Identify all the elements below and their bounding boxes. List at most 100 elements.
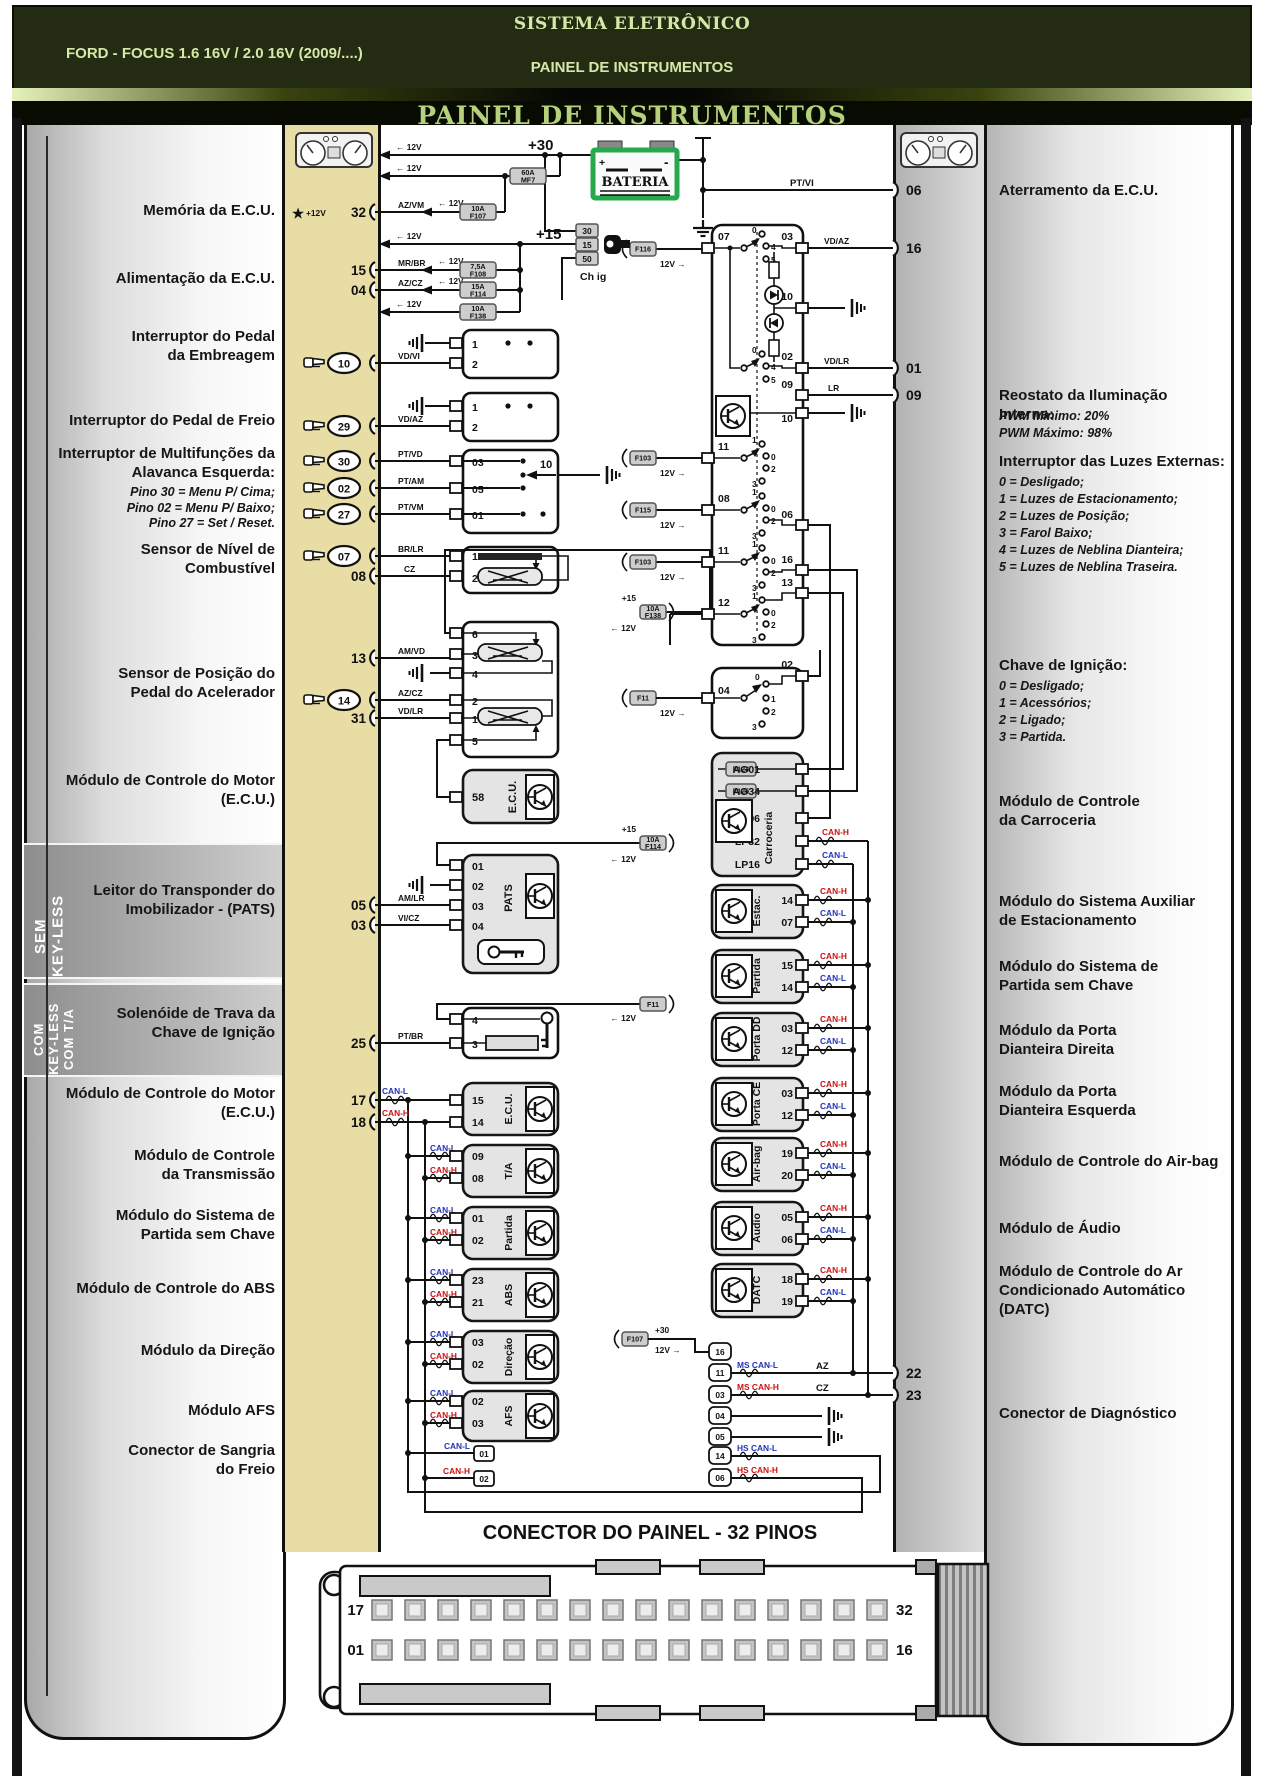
can-h-label: CAN-H: [820, 1079, 847, 1089]
porta-dd-pin-12: 12: [781, 1045, 793, 1057]
audio-name: Áudio: [750, 1213, 763, 1243]
v12-label: ← 12V: [396, 142, 422, 152]
wire-ptvd: PT/VD: [398, 449, 423, 459]
wire-mrbr: MR/BR: [398, 258, 425, 268]
v12-label: ← 12V: [396, 231, 422, 241]
can-l-label: CAN-L: [820, 1036, 846, 1046]
conn-pin-16: 16: [896, 1642, 913, 1659]
brake-switch: 1 2 VD/AZ: [375, 391, 560, 443]
ls-sel-3: 3: [752, 583, 757, 593]
left-connector-strip: [282, 125, 381, 1552]
can-l-label: CAN-L: [430, 1143, 456, 1153]
ign-pin-04: 04: [718, 685, 730, 697]
ms-can-l-label: MS CAN-L: [737, 1360, 778, 1370]
can-h-label: CAN-H: [382, 1108, 409, 1118]
ls-sel-3: 3: [752, 635, 757, 645]
inner-rule: [46, 136, 48, 1696]
direcao-pin-03: 03: [472, 1337, 484, 1349]
ls-pin-03: 03: [781, 231, 793, 243]
ecu58-pin: 58: [472, 792, 484, 804]
porta-dd-name: Porta DD: [751, 1016, 763, 1061]
wire-cz: CZ: [404, 564, 415, 574]
header-vehicle: FORD - FOCUS 1.6 16V / 2.0 16V (2009/...…: [66, 45, 363, 62]
diag-pin-05: 05: [715, 1432, 725, 1442]
ls-pin-16: 16: [781, 554, 793, 566]
ls-pin-12: 12: [718, 597, 730, 609]
ecu2-pin-15: 15: [472, 1095, 484, 1107]
solenoid-pin-3: 3: [472, 1039, 478, 1051]
porta-ce-pin-12: 12: [781, 1110, 793, 1122]
module-partida-right: Partida 15 14: [710, 948, 809, 1005]
module-porta-dd: Porta DD 03 12: [710, 1011, 809, 1068]
ls-sel-0: 0: [771, 556, 776, 566]
v12r-label: 12V →: [655, 1345, 681, 1355]
ls-sel-5: 5: [771, 255, 776, 265]
multi-pin-01: 01: [472, 510, 484, 522]
can-h-label: CAN-H: [820, 1265, 847, 1275]
fuse-f108-amp: 7,5A: [470, 262, 485, 271]
ign-pin-02: 02: [781, 659, 793, 671]
can-l-label: CAN-L: [820, 973, 846, 983]
right-label-panel: Aterramento da E.C.U. Reostato da Ilumin…: [984, 125, 1234, 1746]
diagnostic-connector: F107 +30 12V → 16 11 03 04 05 14 06 MS C…: [613, 1325, 893, 1487]
airbag-name: Air-bag: [751, 1146, 763, 1183]
label-aterramento: Aterramento da E.C.U.: [999, 182, 1159, 199]
v12r-label: 12V →: [660, 520, 686, 530]
label-transmissao: Módulo de Controle da Transmissão: [134, 1147, 275, 1183]
label-reostato: Reostato da Iluminação Interna:: [999, 387, 1168, 423]
audio-pin-05: 05: [781, 1212, 793, 1224]
left-label-panel: SEM KEY-LESS COM KEY-LESS COM T/A Memóri…: [24, 125, 286, 1740]
v12-label: ← 12V: [396, 299, 422, 309]
plus15-label: +15: [622, 824, 637, 834]
ch-ig-label: Ch ig: [580, 271, 606, 283]
label-estacionamento: Módulo do Sistema Auxiliar de Estacionam…: [999, 893, 1196, 929]
wire-brlr: BR/LR: [398, 544, 424, 554]
module-ta: 09 08 T/A: [449, 1143, 560, 1199]
can-h-label: CAN-H: [430, 1410, 457, 1420]
battery-label: BATERIA: [602, 175, 670, 190]
ign-sel-1: 1: [771, 694, 776, 704]
partida-pin-01: 01: [472, 1213, 484, 1225]
can-h-label: CAN-H: [820, 951, 847, 961]
label-sangria: Conector de Sangria do Freio: [128, 1442, 275, 1478]
header-subsystem: PAINEL DE INSTRUMENTOS: [530, 59, 734, 76]
can-l-label: CAN-L: [430, 1205, 456, 1215]
module-airbag: Air-bag 19 20: [710, 1136, 809, 1193]
carroceria-ag34: AG34: [733, 786, 761, 798]
fuse-f138-amp: 10A: [471, 304, 484, 313]
ls-pin-06: 06: [781, 509, 793, 521]
can-l-label: CAN-L: [430, 1329, 456, 1339]
label-direcao: Módulo da Direção: [140, 1342, 275, 1359]
plus30-label: +30: [655, 1325, 670, 1335]
power-section: ← 12V ← 12V ← 12V ← 12V ← 12V ← 12V ← 12…: [375, 137, 893, 321]
wire-azcz2: AZ/CZ: [398, 688, 423, 698]
diag-pin-04: 04: [715, 1411, 725, 1421]
v12r-label: 12V →: [660, 572, 686, 582]
key-lock-solenoid: 4 3 PT/BR F11 ← 12V: [375, 994, 675, 1060]
solenoid-pin-4: 4: [472, 1015, 478, 1027]
estac-pin-07: 07: [781, 917, 793, 929]
wire-lr: LR: [828, 383, 839, 393]
can-l-label: CAN-L: [820, 1287, 846, 1297]
label-audio: Módulo de Áudio: [999, 1220, 1121, 1237]
clutch-pin-1: 1: [472, 339, 478, 351]
ls-sel-0: 0: [771, 608, 776, 618]
fuse-mf7-amp: 60A: [521, 168, 534, 177]
label-pats: Leitor do Transponder do Imobilizador - …: [93, 882, 275, 918]
fuse-f107-amp: 10A: [471, 204, 484, 213]
ign-sel-0: 0: [755, 672, 760, 682]
module-afs: 02 03 AFS: [449, 1389, 560, 1443]
right-connector-strip: [893, 125, 987, 1552]
label-datc: Módulo de Controle do Ar Condicionado Au…: [999, 1263, 1186, 1318]
accel-pin-1: 1: [472, 714, 478, 726]
wire-ptvm: PT/VM: [398, 502, 424, 512]
fuse-f114-amp: 15A: [471, 282, 484, 291]
v12-label: ← 12V: [438, 198, 464, 208]
fuse-f114: F114: [470, 290, 486, 299]
ecu2-name: E.C.U.: [503, 1093, 515, 1124]
diag-pin-16: 16: [715, 1347, 725, 1357]
plus15-label: +15: [536, 226, 561, 243]
v12-label: ← 12V: [610, 623, 636, 633]
